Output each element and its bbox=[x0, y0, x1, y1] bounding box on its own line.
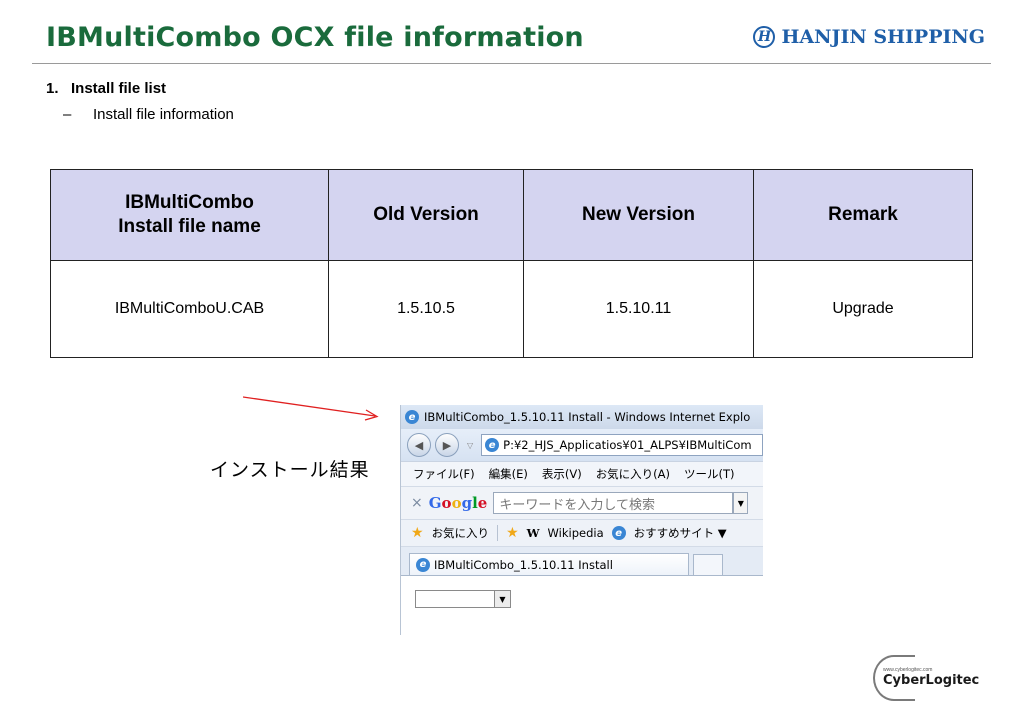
back-button[interactable]: ◀ bbox=[407, 433, 431, 457]
ie-icon: e bbox=[405, 410, 419, 424]
browser-menu-bar: ファイル(F) 編集(E) 表示(V) お気に入り(A) ツール(T) bbox=[401, 461, 763, 486]
cell-old-version: 1.5.10.5 bbox=[328, 260, 524, 358]
install-result-label: インストール結果 bbox=[210, 459, 370, 481]
install-file-table: IBMultiCombo Install file name Old Versi… bbox=[50, 169, 973, 358]
new-tab-button[interactable] bbox=[693, 554, 723, 575]
section-subtitle: – Install file information bbox=[63, 106, 234, 123]
search-placeholder: キーワードを入力して検索 bbox=[499, 497, 655, 513]
col-header-file-name-line1: IBMultiCombo bbox=[125, 192, 254, 213]
combo-dropdown-icon[interactable]: ▼ bbox=[494, 591, 510, 607]
browser-page-content: ▼ bbox=[401, 575, 763, 635]
address-text: P:¥2_HJS_Applicatios¥01_ALPS¥IBMultiCom bbox=[503, 438, 752, 452]
browser-tab[interactable]: e IBMultiCombo_1.5.10.11 Install bbox=[409, 553, 689, 575]
cell-new-version: 1.5.10.11 bbox=[523, 260, 754, 358]
favorites-star-icon: ★ bbox=[411, 525, 424, 541]
header-divider bbox=[32, 63, 991, 64]
dash-bullet: – bbox=[63, 106, 72, 123]
page-title: IBMultiCombo OCX file information bbox=[46, 22, 584, 53]
menu-file[interactable]: ファイル(F) bbox=[413, 467, 475, 481]
company-url: www.cyberlogitec.com bbox=[883, 667, 933, 673]
menu-view[interactable]: 表示(V) bbox=[541, 467, 582, 481]
cell-remark: Upgrade bbox=[753, 260, 973, 358]
google-search-input[interactable]: キーワードを入力して検索 bbox=[493, 492, 734, 514]
tab-title: IBMultiCombo_1.5.10.11 Install bbox=[434, 557, 613, 572]
favorites-button[interactable]: お気に入り bbox=[431, 526, 490, 540]
table-row: IBMultiComboU.CAB 1.5.10.5 1.5.10.11 Upg… bbox=[50, 260, 973, 358]
close-toolbar-icon[interactable]: × bbox=[411, 495, 423, 511]
col-header-file-name-line2: Install file name bbox=[118, 216, 261, 237]
cyberlogitec-logo: www.cyberlogitec.com CyberLogitec bbox=[869, 653, 989, 701]
forward-button[interactable]: ▶ bbox=[435, 433, 459, 457]
browser-window-title: IBMultiCombo_1.5.10.11 Install - Windows… bbox=[424, 410, 751, 424]
multicombo-control[interactable]: ▼ bbox=[415, 590, 511, 608]
col-header-file-name: IBMultiCombo Install file name bbox=[50, 169, 329, 261]
hanjin-logo-icon: H bbox=[753, 26, 776, 48]
google-logo: Google bbox=[428, 494, 488, 512]
col-header-remark: Remark bbox=[753, 169, 973, 261]
google-toolbar: × Google キーワードを入力して検索 ▼ bbox=[401, 486, 763, 519]
history-dropdown-icon[interactable]: ▽ bbox=[467, 440, 474, 450]
search-dropdown-button[interactable]: ▼ bbox=[733, 492, 749, 514]
company-name: CyberLogitec bbox=[883, 673, 980, 688]
brand-name: HANJIN SHIPPING bbox=[781, 26, 985, 48]
favorites-bar: ★ お気に入り ★ W Wikipedia e おすすめサイト ▼ bbox=[401, 519, 763, 546]
suggested-sites-icon: e bbox=[611, 526, 626, 540]
fav-link-wikipedia[interactable]: Wikipedia bbox=[547, 526, 604, 540]
section-title: 1. Install file list bbox=[46, 80, 167, 97]
col-header-new-version: New Version bbox=[523, 169, 754, 261]
fav-link-suggested[interactable]: おすすめサイト ▼ bbox=[633, 526, 727, 540]
menu-tools[interactable]: ツール(T) bbox=[684, 467, 735, 481]
logo-arc-icon bbox=[873, 655, 915, 701]
cell-file-name: IBMultiComboU.CAB bbox=[50, 260, 329, 358]
browser-screenshot: e IBMultiCombo_1.5.10.11 Install - Windo… bbox=[400, 405, 763, 635]
hanjin-brand: H HANJIN SHIPPING bbox=[753, 26, 985, 48]
table-header-row: IBMultiCombo Install file name Old Versi… bbox=[50, 169, 973, 261]
browser-nav-bar: ◀ ▶ ▽ e P:¥2_HJS_Applicatios¥01_ALPS¥IBM… bbox=[401, 429, 763, 461]
address-bar[interactable]: e P:¥2_HJS_Applicatios¥01_ALPS¥IBMultiCo… bbox=[481, 434, 763, 456]
subtitle-text: Install file information bbox=[93, 106, 234, 123]
col-header-old-version: Old Version bbox=[328, 169, 524, 261]
red-arrow-icon bbox=[243, 396, 379, 421]
wikipedia-icon: W bbox=[526, 526, 540, 540]
browser-tab-strip: e IBMultiCombo_1.5.10.11 Install bbox=[401, 546, 763, 575]
menu-favorites[interactable]: お気に入り(A) bbox=[595, 467, 671, 481]
page-icon: e bbox=[485, 438, 500, 452]
browser-title-bar: e IBMultiCombo_1.5.10.11 Install - Windo… bbox=[401, 405, 763, 429]
add-favorite-icon[interactable]: ★ bbox=[506, 525, 519, 541]
favorites-separator bbox=[497, 525, 499, 541]
menu-edit[interactable]: 編集(E) bbox=[488, 467, 528, 481]
tab-ie-icon: e bbox=[416, 557, 430, 572]
